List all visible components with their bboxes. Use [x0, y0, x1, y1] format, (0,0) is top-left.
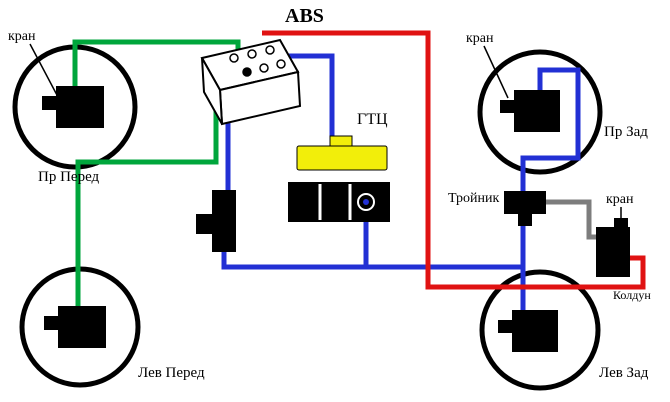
- abs-terminal: [229, 53, 239, 63]
- wheel-top-right-cylinder: [500, 90, 560, 132]
- blue-line-top-right-wheel-to-tee: [520, 67, 581, 192]
- abs-terminal: [242, 67, 252, 77]
- abs-unit-left-face: [201, 57, 223, 125]
- pointer-valve-top-left: [29, 43, 59, 98]
- label-valve-top-left: кран: [8, 29, 36, 44]
- wheel-top-left-cylinder: [42, 86, 104, 128]
- label-wheel-top-left: Пр Перед: [38, 169, 100, 185]
- master-cylinder-port-center: [363, 199, 369, 205]
- abs-terminal: [247, 49, 257, 59]
- label-valve-top-right: кран: [466, 31, 494, 46]
- label-wheel-top-right: Пр Зад: [604, 124, 648, 140]
- master-cylinder-port: [357, 193, 375, 211]
- label-wheel-bottom-left: Лев Перед: [138, 365, 205, 381]
- abs-unit: [200, 38, 302, 126]
- wheel-bottom-right-tire: [479, 269, 601, 391]
- label-master-cylinder: ГТЦ: [357, 111, 388, 128]
- blue-line-junction-main-run: [221, 250, 522, 270]
- wheel-bottom-left-cylinder: [44, 306, 106, 348]
- wheel-bottom-right-cylinder: [498, 310, 558, 352]
- label-proportioning-valve: Колдун: [613, 288, 651, 302]
- abs-terminal: [265, 45, 275, 55]
- abs-terminal: [276, 59, 286, 69]
- wheel-top-right-tire: [477, 49, 603, 175]
- abs-terminal: [259, 63, 269, 73]
- label-tee: Тройник: [448, 191, 499, 206]
- master-cylinder: [288, 135, 390, 222]
- label-abs: ABS: [285, 5, 324, 27]
- tee-fitting: [504, 191, 546, 226]
- green-line-abs-to-bottom-left-wheel: [75, 110, 219, 308]
- proportioning-valve: [596, 218, 630, 277]
- junction-block: [196, 190, 236, 252]
- master-cylinder-reservoir: [296, 145, 388, 171]
- label-valve-right: кран: [606, 192, 634, 207]
- pointer-valve-top-right: [483, 45, 509, 99]
- gray-line-tee-to-proportioning-valve: [546, 199, 597, 240]
- red-line-abs-to-proportioning-valve: [262, 30, 646, 290]
- label-wheel-bottom-right: Лев Зад: [599, 365, 649, 381]
